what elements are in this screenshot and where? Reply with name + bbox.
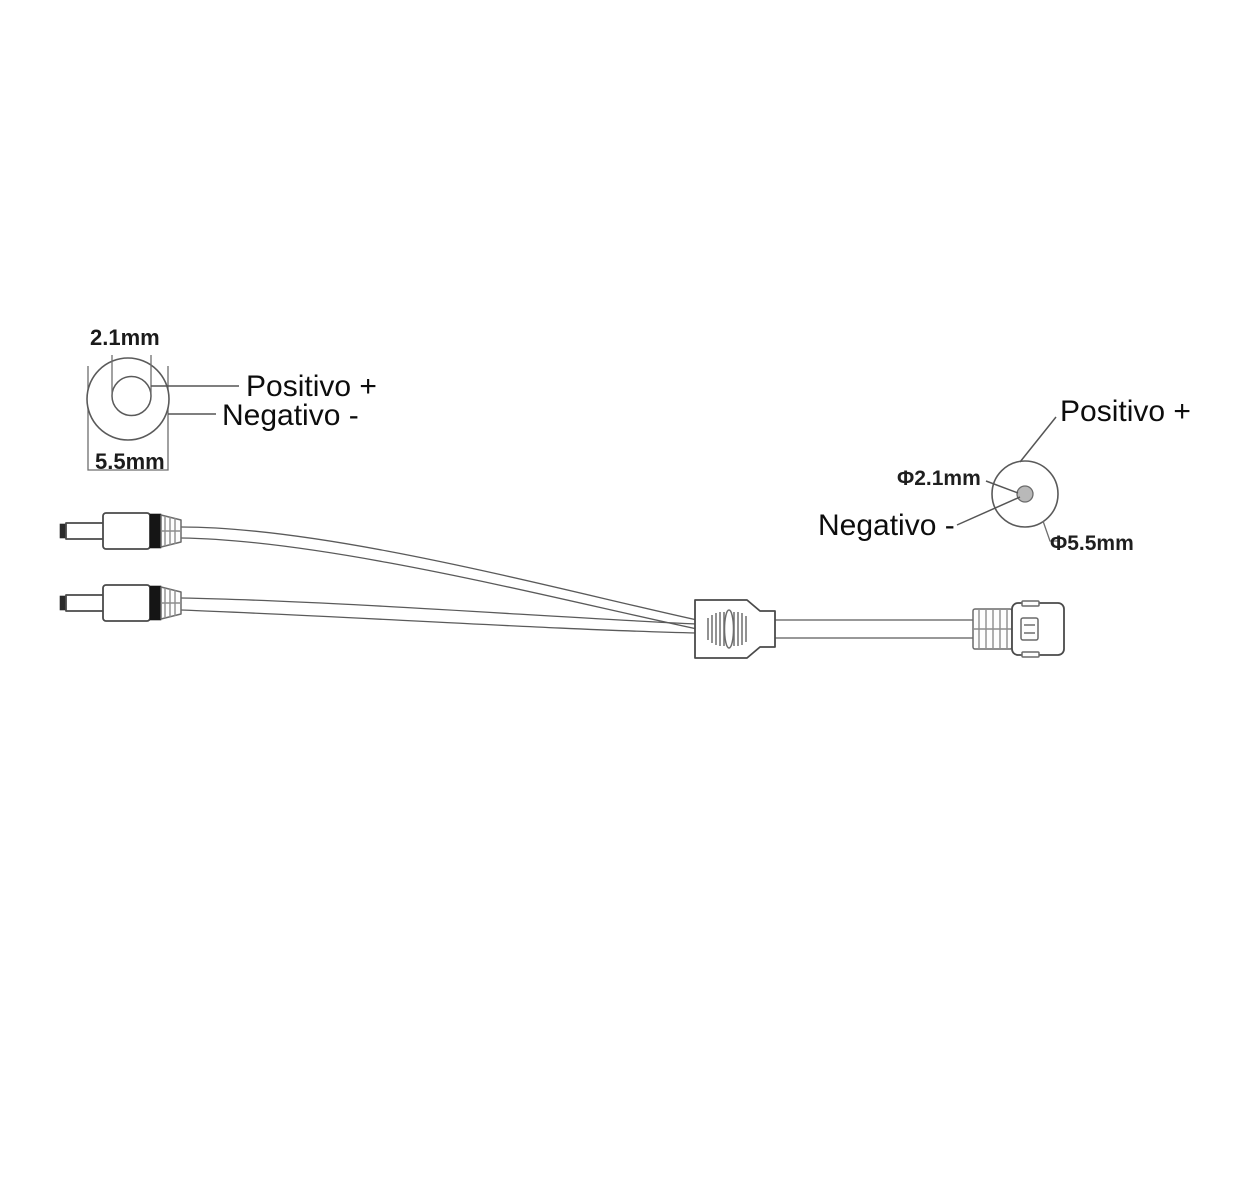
- right-inner-diameter-leader: [985, 480, 1019, 494]
- splitter-rib-texture: [707, 609, 747, 649]
- right-outer-diameter-label: Φ5.5mm: [1050, 532, 1134, 555]
- jack-notch-top: [1021, 600, 1040, 607]
- plug-black-band-upper: [149, 513, 162, 549]
- plug-barrel-lower: [65, 594, 105, 612]
- female-jack: [972, 600, 1065, 658]
- left-positive-label: Positivo +: [246, 370, 377, 403]
- y-splitter-body: [694, 599, 776, 659]
- right-center-pin-dot: [1016, 485, 1034, 503]
- plug-barrel-upper: [65, 522, 105, 540]
- left-negative-label: Negativo -: [222, 399, 359, 432]
- jack-socket-opening: [1020, 617, 1039, 641]
- right-positive-leader: [1019, 416, 1057, 463]
- left-connector-detail-group: 2.1mm 5.5mm Positivo + Negativo -: [86, 325, 377, 474]
- inner-pin-circle: [111, 375, 152, 417]
- cable-upper-edge-bottom: [180, 537, 698, 630]
- male-plug-upper: [59, 512, 182, 550]
- plug-body-lower: [102, 584, 151, 622]
- right-negative-label: Negativo -: [818, 509, 955, 542]
- left-outer-diameter-label: 5.5mm: [95, 449, 165, 474]
- right-connector-detail-group: Positivo + Φ2.1mm Negativo - Φ5.5mm: [818, 395, 1191, 555]
- splitter-center-seam: [723, 609, 735, 649]
- cable-lower-edge-bottom: [180, 609, 698, 634]
- plug-black-band-lower: [149, 585, 162, 621]
- right-positive-label: Positivo +: [1060, 395, 1191, 428]
- right-negative-leader: [956, 496, 1021, 526]
- splitter-housing: [694, 599, 776, 659]
- cable-upper-edge-top: [180, 526, 698, 621]
- cable-lower-edge-top: [180, 597, 698, 625]
- cable-bundle-group: [180, 526, 976, 639]
- left-inner-diameter-label: 2.1mm: [90, 325, 160, 350]
- jack-notch-bottom: [1021, 651, 1040, 658]
- outer-diameter-bracket: [87, 366, 169, 471]
- plug-body-upper: [102, 512, 151, 550]
- right-inner-diameter-label: Φ2.1mm: [897, 467, 981, 490]
- male-plug-lower: [59, 584, 182, 622]
- right-outer-diameter-leader: [1042, 520, 1058, 542]
